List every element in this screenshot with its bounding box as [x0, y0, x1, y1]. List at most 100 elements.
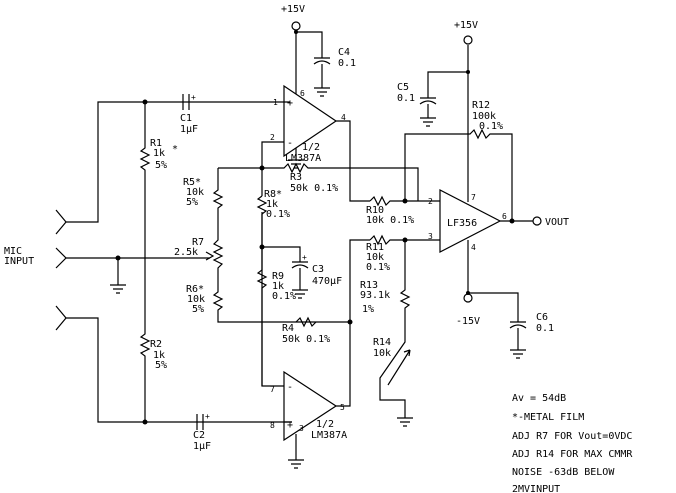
mic-label: MIC — [4, 246, 22, 257]
note-noise: NOISE -63dB BELOW — [512, 467, 615, 478]
r14-value: 10k — [373, 348, 391, 359]
svg-text:-: - — [287, 138, 293, 149]
r4-value: 50k 0.1% — [282, 334, 330, 345]
note-adj-r14: ADJ R14 FOR MAX CMMR — [512, 449, 633, 460]
r11-label: R11 — [366, 242, 384, 253]
c5-label: C5 — [397, 82, 409, 93]
amp2-label-a: 1/2 — [316, 419, 334, 430]
r12-label: R12 — [472, 100, 490, 111]
c2-capacitor: + — [196, 412, 210, 430]
mic-connectors — [55, 101, 292, 423]
svg-text:+: + — [287, 98, 293, 109]
r9-tolerance: 0.1% — [272, 291, 296, 302]
r1-star: * — [172, 144, 178, 155]
svg-text:+: + — [205, 412, 210, 421]
r3-value: 50k 0.1% — [290, 183, 338, 194]
c1-capacitor: + — [182, 93, 196, 110]
c1-value: 1µF — [180, 124, 198, 135]
pin-a2-minus: 7 — [270, 385, 275, 394]
r11-tolerance: 0.1% — [366, 262, 390, 273]
r8-value: 1k — [266, 199, 278, 210]
neg-supply-label: -15V — [456, 316, 480, 327]
r6-label: R6* — [186, 284, 204, 295]
r10-r11-inputs — [369, 195, 440, 246]
lf356-opamp — [419, 35, 542, 359]
r2-value: 1k — [153, 350, 165, 361]
r1-label: R1 — [150, 138, 162, 149]
r8-r9-c3-network: + — [256, 195, 309, 386]
pin-u-minus: 2 — [428, 197, 433, 206]
r3-label: R3 — [290, 172, 302, 183]
amp2-label-b: LM387A — [311, 430, 347, 441]
labels: +15V C4 0.1 6 1 2 4 1/2 LM387A +15V C5 0… — [4, 4, 569, 452]
r11-value: 10k — [366, 252, 384, 263]
c4-value: 0.1 — [338, 58, 356, 69]
r4-label: R4 — [282, 323, 294, 334]
r9-label: R9 — [272, 271, 284, 282]
r12-tolerance: 0.1% — [479, 121, 503, 132]
svg-text:+: + — [287, 420, 293, 431]
right-supply-label: +15V — [454, 20, 478, 31]
r8-label: R8* — [264, 189, 282, 200]
pin-a1-minus: 2 — [270, 133, 275, 142]
r5-label: R5* — [183, 177, 201, 188]
r5-tolerance: 5% — [186, 197, 198, 208]
c6-label: C6 — [536, 312, 548, 323]
c4-label: C4 — [338, 47, 350, 58]
r7-value: 2.5k — [174, 247, 198, 258]
svg-text:+: + — [191, 93, 196, 102]
note-adj-r7: ADJ R7 FOR Vout=0VDC — [512, 431, 632, 442]
c5-value: 0.1 — [397, 93, 415, 104]
amp1-label-a: 1/2 — [302, 142, 320, 153]
pin-u-v: 7 — [471, 193, 476, 202]
r12-feedback — [404, 128, 513, 221]
lf356-label: LF356 — [447, 218, 477, 229]
lm387a-top-amp: + - — [261, 21, 370, 202]
pin-a1-out: 4 — [341, 113, 346, 122]
r7-label: R7 — [192, 237, 204, 248]
pin-a2-plus: 8 — [270, 421, 275, 430]
r10-value: 10k 0.1% — [366, 215, 414, 226]
c3-label: C3 — [312, 264, 324, 275]
pin-a2-gnd: 3 — [299, 424, 304, 433]
c1-label: C1 — [180, 113, 192, 124]
pin-u-neg: 4 — [471, 243, 476, 252]
r5-r7-r6-trim — [205, 168, 350, 323]
r1-r2-divider — [139, 99, 151, 425]
pin-u-plus: 3 — [428, 232, 433, 241]
note-gain: Av = 54dB — [512, 393, 566, 404]
r8-tolerance: 0.1% — [266, 209, 290, 220]
vout-label: VOUT — [545, 217, 569, 228]
input-label: INPUT — [4, 256, 34, 267]
r2-label: R2 — [150, 339, 162, 350]
pin-a1-plus: 1 — [273, 98, 278, 107]
amp1-label-b: LM387A — [285, 153, 321, 164]
svg-text:-: - — [287, 382, 293, 393]
c3-value: 470µF — [312, 276, 342, 287]
pin-a1-v: 6 — [300, 89, 305, 98]
r5-value: 10k — [186, 187, 204, 198]
top-supply-label: +15V — [281, 4, 305, 15]
r1-tolerance: 5% — [155, 160, 167, 171]
r13-value: 93.1k — [360, 290, 390, 301]
r13-tolerance: 1% — [362, 304, 374, 315]
r6-tolerance: 5% — [192, 304, 204, 315]
r13-r14-network — [379, 240, 413, 427]
note-input: 2MVINPUT — [512, 484, 560, 493]
r4-feedback — [295, 316, 353, 328]
r10-label: R10 — [366, 205, 384, 216]
c2-label: C2 — [193, 430, 205, 441]
notes: Av = 54dB *-METAL FILM ADJ R7 FOR Vout=0… — [512, 393, 633, 493]
c6-value: 0.1 — [536, 323, 554, 334]
r12-value: 100k — [472, 111, 496, 122]
r6-value: 10k — [187, 294, 205, 305]
r13-label: R13 — [360, 280, 378, 291]
r1-value: 1k — [153, 148, 165, 159]
r2-tolerance: 5% — [155, 360, 167, 371]
r3-feedback — [218, 162, 419, 201]
r9-value: 1k — [272, 281, 284, 292]
r14-label: R14 — [373, 337, 391, 348]
pin-a2-out: 5 — [340, 403, 345, 412]
note-metal-film: *-METAL FILM — [512, 412, 584, 423]
